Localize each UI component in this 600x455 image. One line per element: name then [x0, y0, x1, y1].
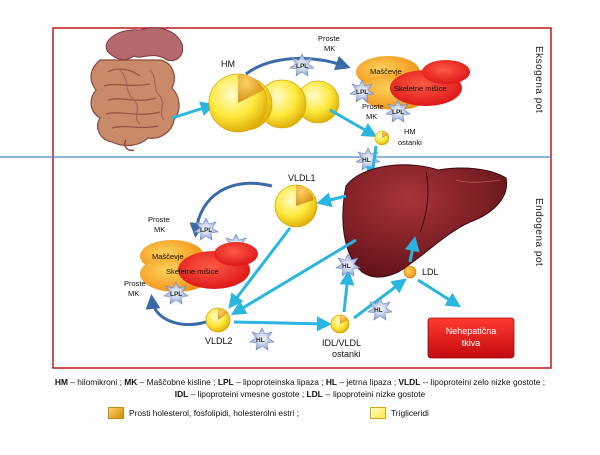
arrow-vldl1-vldl2 [228, 227, 292, 309]
svg-text:LPL: LPL [392, 109, 404, 116]
svg-text:HL: HL [256, 337, 265, 344]
lpl-enzyme-icon: LPL [385, 99, 411, 123]
skeletal-label-top: Skeletne mišice [394, 84, 447, 93]
svg-text:LPL: LPL [200, 227, 212, 234]
lpl-enzyme-icon: LPL [163, 281, 189, 305]
free-fa-label-4b: MK [128, 289, 139, 298]
arrow-liver-vldl1 [316, 192, 347, 208]
svg-text:LPL: LPL [296, 63, 308, 70]
lpl-enzyme-icon: LPL [289, 53, 315, 77]
free-fa-label-4a: Proste [124, 279, 146, 288]
lpl-enzyme-icon: LPL [349, 79, 375, 103]
vldl1-label: VLDL1 [288, 173, 316, 183]
adipose-label-bottom: Maščevje [152, 252, 184, 261]
legend-keys: Prosti holesterol, fosfolipidi, holester… [108, 407, 528, 421]
diagram-frame [52, 27, 552, 369]
vldl2-label: VLDL2 [205, 336, 233, 346]
idl-label-b: ostanki [332, 349, 361, 359]
free-fa-label-3b: MK [154, 225, 165, 234]
arrow-ldl-liver [404, 236, 420, 263]
adipose-label-top: Maščevje [370, 67, 402, 76]
free-fa-label-3a: Proste [148, 215, 170, 224]
arrow-vldl2-idl [233, 316, 332, 332]
arrow-idl-ldl [353, 278, 407, 320]
svg-text:HL: HL [362, 157, 371, 164]
non-hepatic-tissue-box: Nehepatična tkiva [427, 317, 515, 359]
free-fa-label-1a: Proste [318, 34, 340, 43]
intestine-illustration [90, 27, 184, 152]
svg-text:LPL: LPL [356, 89, 368, 96]
skeletal-label-bottom: Skeletne mišice [166, 267, 219, 276]
hm-remnant-label-a: HM [404, 127, 416, 136]
arrow-liver-vldl2 [230, 238, 357, 316]
hm-label: HM [221, 59, 235, 69]
arrow-hm-remnant [329, 108, 378, 137]
section-label-exogenous: Eksogena pot [533, 46, 544, 113]
arrow-vldl1-fatty-acids [189, 181, 273, 238]
free-fa-label-2a: Proste [362, 102, 384, 111]
hl-enzyme-icon: HL [335, 253, 361, 277]
idl-label-a: IDL/VLDL [322, 338, 361, 348]
non-hepatic-label-b: tkiva [462, 338, 481, 348]
arrow-vldl2-fatty-acids [145, 294, 207, 327]
arrow-hm-fatty-acids [245, 55, 351, 76]
legend-key-triglycerides-label: Trigliceridi [391, 408, 429, 418]
ldl-particle [403, 265, 417, 279]
legend-swatch-triglycerides [370, 407, 386, 419]
lpl-enzyme-icon: LPL [193, 217, 219, 241]
section-label-endogenous: Endogena pot [533, 198, 544, 266]
legend-key-lipids: Prosti holesterol, fosfolipidi, holester… [108, 407, 299, 419]
tissue-cluster-bottom [140, 240, 258, 292]
legend-line-2: IDL – lipoproteini vmesne gostote ; LDL … [174, 389, 426, 399]
svg-text:HL: HL [374, 307, 383, 314]
free-fa-label-1b: MK [324, 44, 335, 53]
tissue-cluster-top [356, 56, 470, 110]
arrow-ldl-tissue [417, 278, 462, 308]
svg-text:HL: HL [342, 263, 351, 270]
legend-key-lipids-label: Prosti holesterol, fosfolipidi, holester… [129, 408, 299, 418]
non-hepatic-label-a: Nehepatična [446, 326, 497, 336]
free-fa-label-2b: MK [366, 112, 377, 121]
legend-swatch-lipids [108, 407, 124, 419]
ldl-label: LDL [422, 267, 439, 277]
hm-particles [208, 73, 340, 133]
hl-enzyme-icon: HL [367, 297, 393, 321]
arrow-idl-liver [339, 270, 355, 313]
arrow-intestine-hm [171, 101, 216, 120]
svg-text:LPL: LPL [170, 291, 182, 298]
liver-illustration [342, 164, 508, 278]
legend-key-triglycerides: Trigliceridi [370, 407, 429, 419]
hl-enzyme-icon: HL [249, 327, 275, 351]
hm-remnant-label-b: ostanki [398, 138, 422, 147]
legend-text: HM – hilomikroni ; MK – Maščobne kisline… [0, 376, 600, 400]
legend-line-1: HM – hilomikroni ; MK – Maščobne kisline… [54, 377, 546, 387]
